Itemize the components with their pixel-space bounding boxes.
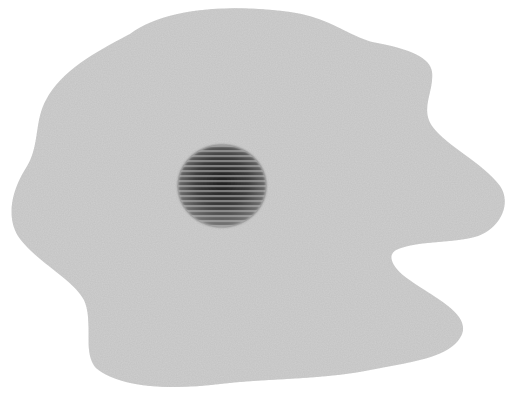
cell-image bbox=[0, 0, 510, 394]
cell-illustration bbox=[0, 0, 510, 394]
